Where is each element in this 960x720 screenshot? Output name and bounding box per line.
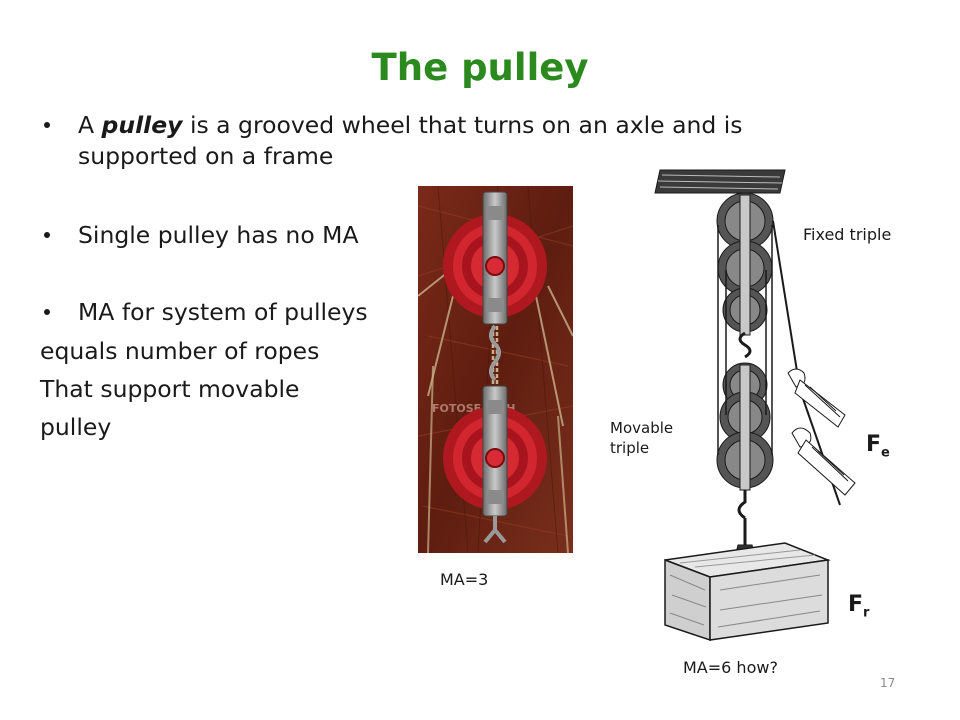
drawing-caption: MA=6 how? [683,658,778,677]
bullet-text-pre: A [78,111,102,139]
bullet-text: Single pulley has no MA [78,221,359,249]
continuation-line-3: pulley [40,413,112,441]
photo-caption: MA=3 [440,570,489,589]
label-movable-triple: triple [610,439,650,457]
continuation-line-1: equals number of ropes [40,337,320,365]
force-effort-subscript: e [881,445,890,461]
bullet-text-emphasis: pulley [101,111,183,139]
pulley-photo-illustration: FOTOSEARCH [417,185,574,554]
force-effort-label: Fe [866,432,890,460]
force-resistance-subscript: r [863,605,870,621]
force-effort-symbol: F [866,432,882,457]
bullet-text: A pulley is a grooved wheel that turns o… [78,110,743,141]
block-and-tackle-illustration [654,169,856,642]
block-and-tackle-drawing [600,165,920,645]
bullet-text-post: is a grooved wheel that turns on an axle… [182,111,743,139]
pulley-photo: FOTOSEARCH [417,185,574,554]
label-fixed-triple: Fixed triple [803,225,892,244]
label-movable: Movable [610,419,674,437]
force-resistance-symbol: F [848,592,864,617]
slide-title: The pulley [371,46,589,89]
bullet-text-continuation: supported on a frame [78,142,334,170]
bullet-dot [44,122,50,128]
continuation-line-2: That support movable [40,375,300,403]
force-resistance-label: Fr [848,592,869,620]
bullet-dot [44,232,50,238]
bullet-dot [44,309,50,315]
page-number: 17 [880,676,896,690]
bullet-text: MA for system of pulleys [78,298,368,326]
